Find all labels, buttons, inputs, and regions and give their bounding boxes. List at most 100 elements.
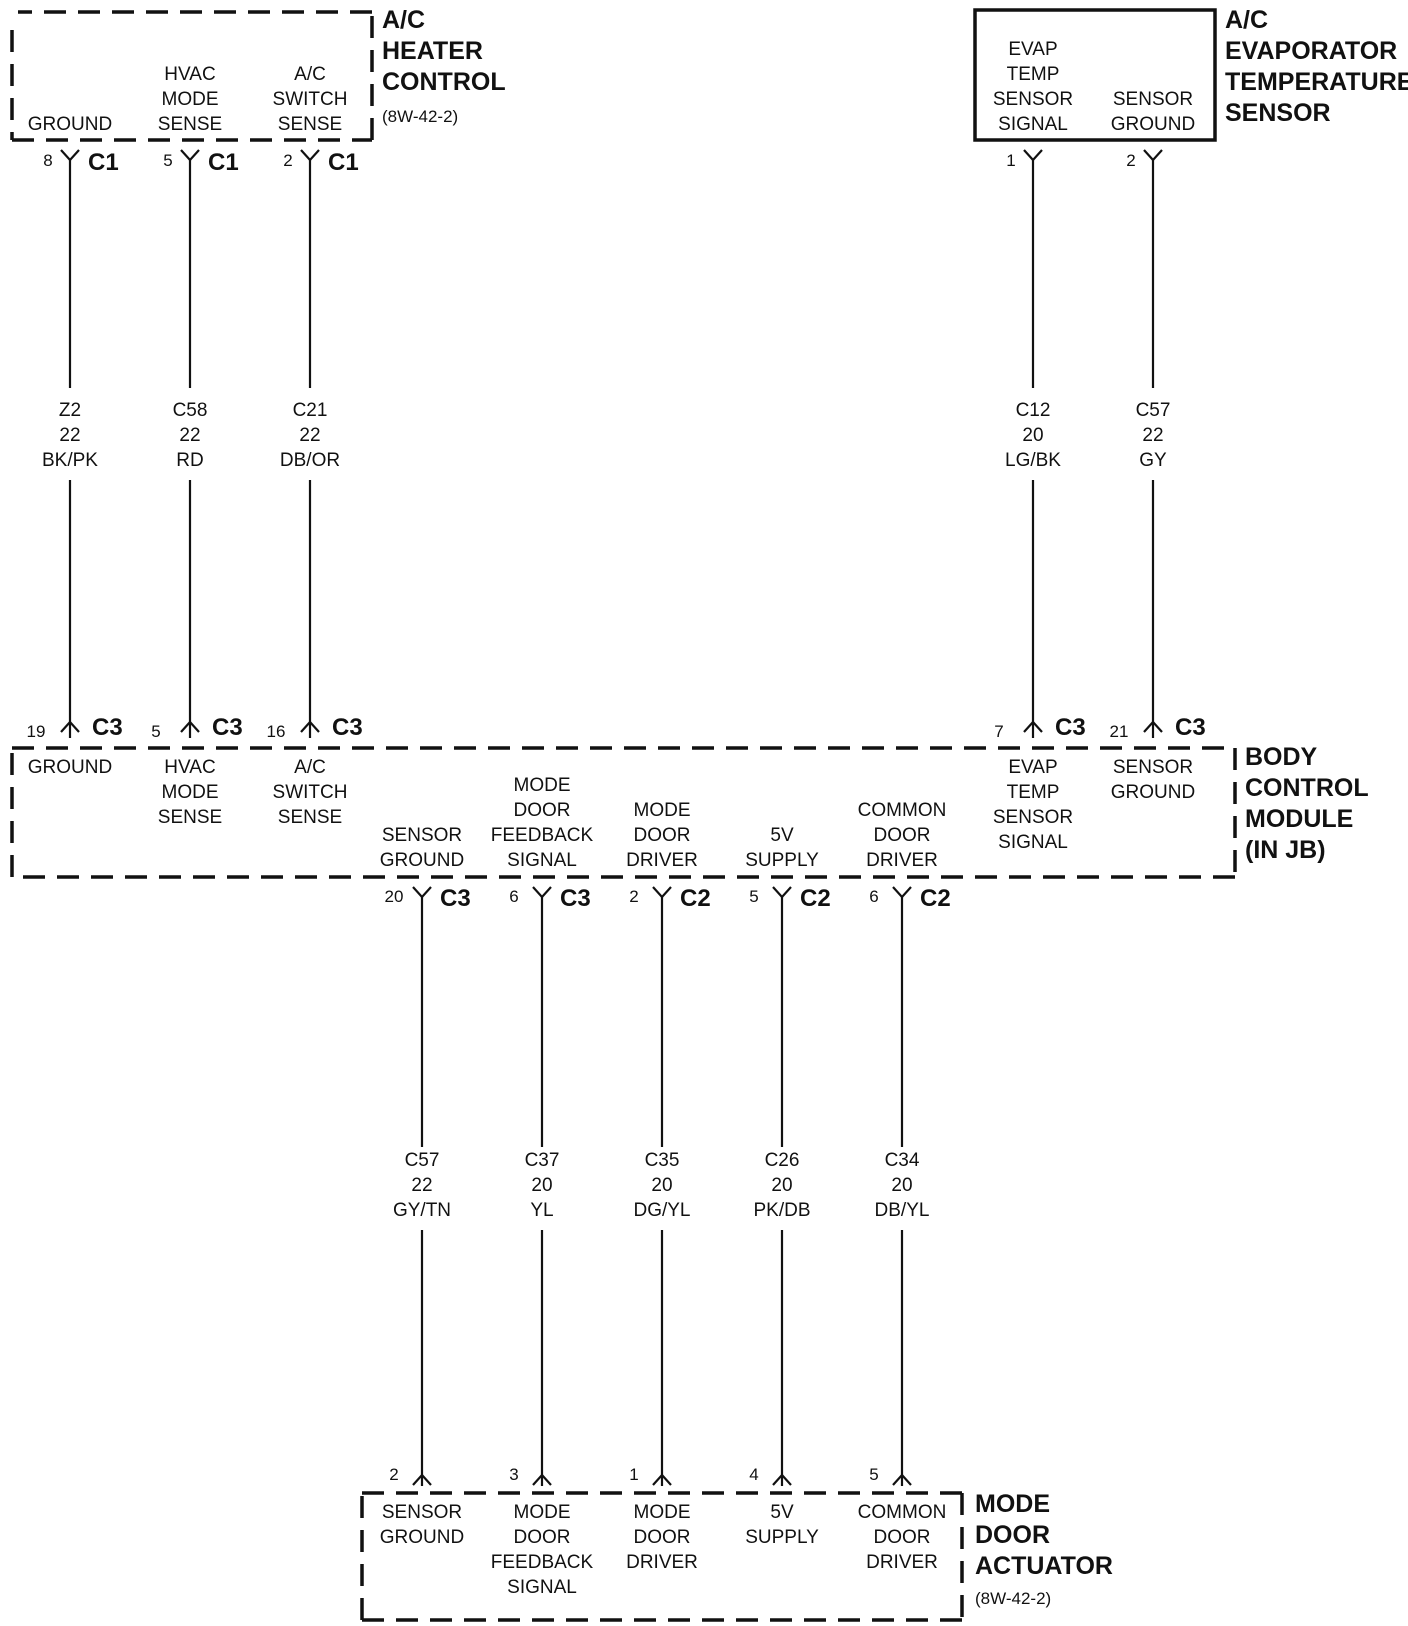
bcm-top-pin-number: 21 bbox=[1110, 722, 1129, 741]
actuator-pin-label: GROUND bbox=[380, 1527, 464, 1548]
actuator-title-line-3: ACTUATOR bbox=[975, 1552, 1113, 1580]
bcm-bottom-pin-label: MODE bbox=[634, 800, 691, 821]
upper-wire-label: C58 bbox=[173, 400, 208, 421]
lower-wire-label: 20 bbox=[771, 1175, 792, 1196]
evap-title-line-4: SENSOR bbox=[1225, 99, 1331, 127]
actuator-pin-label: SIGNAL bbox=[507, 1577, 577, 1598]
upper-wire-label: GY bbox=[1139, 450, 1167, 471]
bcm-top-pin-label: SWITCH bbox=[273, 782, 348, 803]
actuator-ref: (8W-42-2) bbox=[975, 1589, 1051, 1608]
lower-wire-label: 20 bbox=[651, 1175, 672, 1196]
bcm-top-pin-label: SENSOR bbox=[1113, 757, 1193, 778]
bcm-title-line-1: BODY bbox=[1245, 743, 1318, 771]
heater-pin-label: A/C bbox=[294, 64, 326, 85]
evap-pin-label: GROUND bbox=[1111, 114, 1195, 135]
bcm-bottom-pin-number: 2 bbox=[629, 887, 638, 906]
heater-title-line-2: HEATER bbox=[382, 37, 483, 65]
actuator-pin-label: DOOR bbox=[874, 1527, 931, 1548]
lower-wire-label: C35 bbox=[645, 1150, 680, 1171]
bcm-bottom-connector: C2 bbox=[800, 885, 831, 912]
actuator-pin-number: 1 bbox=[629, 1465, 638, 1484]
lower-wire-label: C37 bbox=[525, 1150, 560, 1171]
bcm-top-connector: C3 bbox=[92, 714, 123, 741]
heater-connector: C1 bbox=[88, 149, 119, 176]
heater-title-line-3: CONTROL bbox=[382, 68, 506, 96]
bcm-bottom-pin-mark bbox=[772, 886, 792, 899]
upper-wire-label: Z2 bbox=[59, 400, 81, 421]
actuator-pin-label: DRIVER bbox=[866, 1552, 938, 1573]
actuator-pin-label: DOOR bbox=[634, 1527, 691, 1548]
lower-wire-label: 20 bbox=[891, 1175, 912, 1196]
bcm-bottom-connector: C2 bbox=[680, 885, 711, 912]
actuator-pin-label: SENSOR bbox=[382, 1502, 462, 1523]
actuator-pin-number: 4 bbox=[749, 1465, 758, 1484]
bcm-bottom-pin-number: 5 bbox=[749, 887, 758, 906]
evap-pin-label: TEMP bbox=[1007, 64, 1060, 85]
heater-control-title: A/C HEATER CONTROL (8W-42-2) bbox=[382, 6, 506, 126]
evap-sensor-box bbox=[973, 8, 1217, 142]
heater-pin-label: SWITCH bbox=[273, 89, 348, 110]
bcm-top-pin-label: SENSOR bbox=[993, 807, 1073, 828]
actuator-pin-label: SUPPLY bbox=[745, 1527, 819, 1548]
actuator-pin-label: COMMON bbox=[858, 1502, 947, 1523]
evap-pin-mark bbox=[1023, 149, 1043, 162]
lower-wire-label: C57 bbox=[405, 1150, 440, 1171]
heater-pin-number: 5 bbox=[163, 151, 172, 170]
bcm-bottom-pin-number: 6 bbox=[869, 887, 878, 906]
upper-wire-label: 22 bbox=[179, 425, 200, 446]
actuator-pin-number: 2 bbox=[389, 1465, 398, 1484]
bcm-top-pin-number: 19 bbox=[27, 722, 46, 741]
evap-title-line-2: EVAPORATOR bbox=[1225, 37, 1397, 65]
bcm-top-connector: C3 bbox=[332, 714, 363, 741]
bcm-title: BODY CONTROL MODULE (IN JB) bbox=[1245, 743, 1369, 864]
heater-ref: (8W-42-2) bbox=[382, 107, 458, 126]
evap-title-line-1: A/C bbox=[1225, 6, 1268, 34]
upper-wire-label: 22 bbox=[1142, 425, 1163, 446]
heater-pin-label: HVAC bbox=[164, 64, 215, 85]
bcm-bottom-pin-label: GROUND bbox=[380, 850, 464, 871]
bcm-title-line-2: CONTROL bbox=[1245, 774, 1369, 802]
heater-connector: C1 bbox=[208, 149, 239, 176]
bcm-top-pin-label: TEMP bbox=[1007, 782, 1060, 803]
bcm-bottom-connector: C3 bbox=[440, 885, 471, 912]
bcm-bottom-pin-mark bbox=[892, 886, 912, 899]
bcm-top-pin-label: GROUND bbox=[28, 757, 112, 778]
upper-wire-label: BK/PK bbox=[42, 450, 98, 471]
heater-connector: C1 bbox=[328, 149, 359, 176]
bcm-top-pin-label: HVAC bbox=[164, 757, 215, 778]
heater-title-line-1: A/C bbox=[382, 6, 425, 34]
bcm-top-connector: C3 bbox=[1175, 714, 1206, 741]
bcm-bottom-pin-label: 5V bbox=[770, 825, 794, 846]
evap-pin-number: 1 bbox=[1006, 151, 1015, 170]
actuator-title-line-2: DOOR bbox=[975, 1521, 1050, 1549]
bcm-top-pin-label: SENSE bbox=[158, 807, 222, 828]
heater-pin-number: 2 bbox=[283, 151, 292, 170]
bcm-top-pin-number: 7 bbox=[994, 722, 1003, 741]
bcm-bottom-pin-label: SENSOR bbox=[382, 825, 462, 846]
bcm-top-pin-label: A/C bbox=[294, 757, 326, 778]
lower-wire-label: DB/YL bbox=[875, 1200, 930, 1221]
bcm-bottom-pin-label: DOOR bbox=[634, 825, 691, 846]
evap-sensor-title: A/C EVAPORATOR TEMPERATURE SENSOR bbox=[1225, 6, 1408, 127]
evap-pin-label: SENSOR bbox=[993, 89, 1073, 110]
evap-pin-mark bbox=[1143, 149, 1163, 162]
evap-pin-label: EVAP bbox=[1008, 39, 1057, 60]
lower-wire-label: PK/DB bbox=[753, 1200, 810, 1221]
bcm-bottom-pin-number: 20 bbox=[385, 887, 404, 906]
actuator-pin-number: 3 bbox=[509, 1465, 518, 1484]
evap-title-line-3: TEMPERATURE bbox=[1225, 68, 1408, 96]
heater-control-box bbox=[10, 10, 374, 142]
lower-wire-label: GY/TN bbox=[393, 1200, 451, 1221]
evap-pin-label: SIGNAL bbox=[998, 114, 1068, 135]
lower-wire-label: 22 bbox=[411, 1175, 432, 1196]
lower-wire-label: YL bbox=[530, 1200, 553, 1221]
bcm-bottom-pin-label: DOOR bbox=[514, 800, 571, 821]
upper-wire-label: C12 bbox=[1016, 400, 1051, 421]
actuator-title: MODE DOOR ACTUATOR (8W-42-2) bbox=[975, 1490, 1113, 1608]
bcm-bottom-pin-mark bbox=[412, 886, 432, 899]
bcm-top-connector: C3 bbox=[1055, 714, 1086, 741]
bcm-top-pin-label: GROUND bbox=[1111, 782, 1195, 803]
bcm-top-connector: C3 bbox=[212, 714, 243, 741]
actuator-pin-label: 5V bbox=[770, 1502, 794, 1523]
